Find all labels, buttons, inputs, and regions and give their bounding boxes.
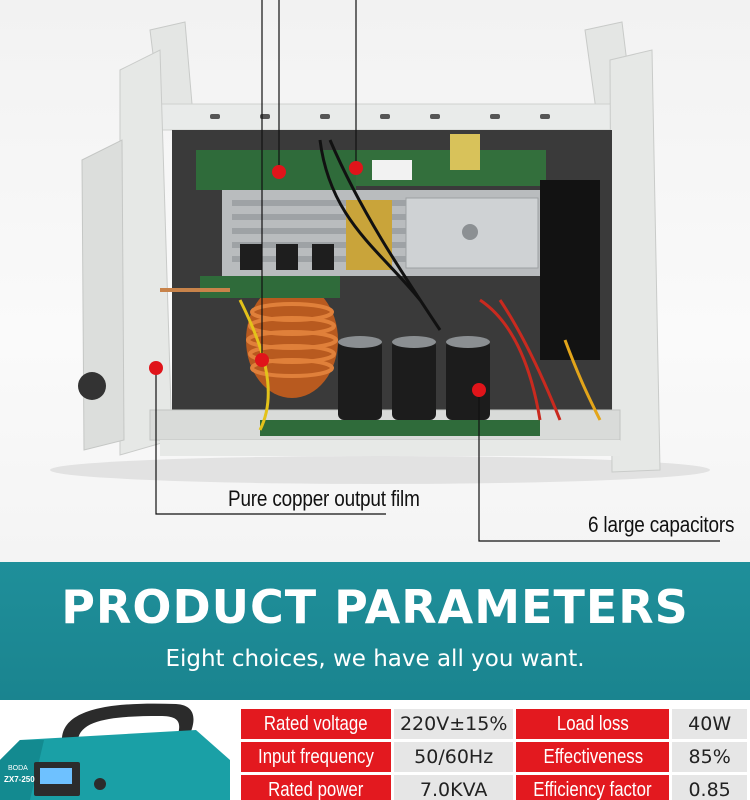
param-label-cell: Input frequency [241,742,391,772]
param-label-cell: Effectiveness [516,742,670,772]
param-label: Efficiency factor [533,778,653,800]
parameters-table: Rated voltage 220V±15% Load loss 40W Inp… [238,706,750,800]
banner-subtitle: Eight choices, we have all you want. [165,646,585,672]
parameters-section: BODA ZX7-250 Rated voltage 220V±15% Load… [0,700,750,800]
param-label: Load loss [556,712,629,735]
table-row: Input frequency 50/60Hz Effectiveness 85… [241,742,747,772]
table-row: Rated voltage 220V±15% Load loss 40W [241,709,747,739]
param-label: Effectiveness [543,745,643,768]
param-label: Rated voltage [264,712,368,735]
product-parameters-banner: PRODUCT PARAMETERS Eight choices, we hav… [0,562,750,700]
param-value: 40W [672,709,747,739]
product-photo: Pure copper output film 6 large capacito… [0,0,750,562]
param-value: 50/60Hz [393,742,514,772]
table-row: Rated power 7.0KVA Efficiency factor 0.8… [241,775,747,800]
callout-dot [149,161,486,397]
param-label: Input frequency [258,745,374,768]
machine-brand-text: BODA [8,765,28,772]
callout-copper-film: Pure copper output film [228,486,420,511]
callout-capacitors: 6 large capacitors [588,512,735,537]
param-label-cell: Rated power [241,775,391,800]
welder-machine-image: BODA ZX7-250 [0,703,230,800]
banner-title: PRODUCT PARAMETERS [61,580,689,634]
welder-internal-illustration [50,0,720,542]
param-label-cell: Efficiency factor [516,775,670,800]
param-value: 220V±15% [393,709,514,739]
param-label-cell: Rated voltage [241,709,391,739]
param-label: Rated power [268,778,364,800]
param-label-cell: Load loss [516,709,670,739]
machine-model-text: ZX7-250 [4,775,35,784]
param-value: 7.0KVA [393,775,514,800]
param-value: 85% [672,742,747,772]
param-value: 0.85 [672,775,747,800]
